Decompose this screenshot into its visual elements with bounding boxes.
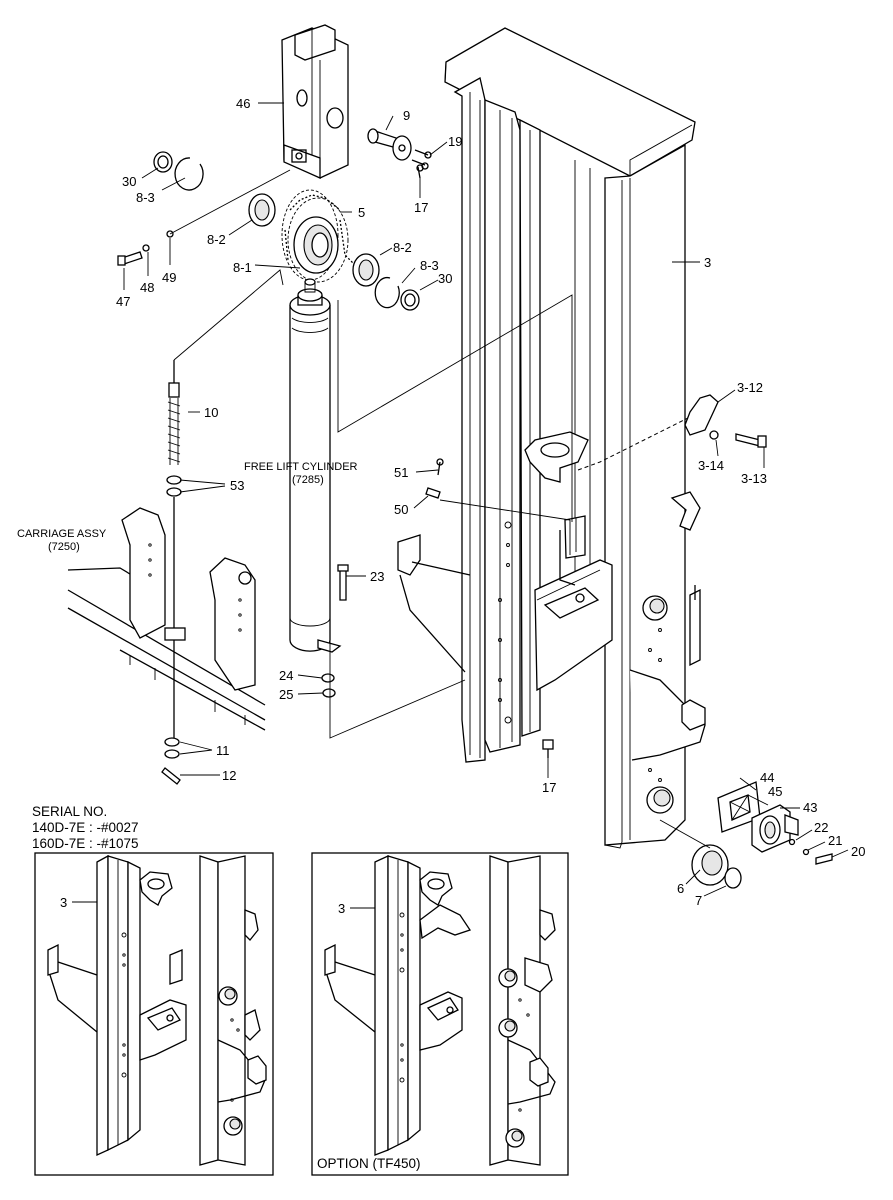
label-8-3-right: 8-3: [420, 258, 439, 273]
pin-50-51: [425, 458, 444, 499]
label-5: 5: [358, 205, 365, 220]
label-3: 3: [704, 255, 711, 270]
label-8-1: 8-1: [233, 260, 252, 275]
label-8-2-left: 8-2: [207, 232, 226, 247]
label-11: 11: [216, 743, 230, 758]
outer-mast-assembly: [397, 27, 706, 849]
label-51: 51: [394, 465, 408, 480]
label-7: 7: [695, 893, 702, 908]
label-22: 22: [814, 820, 828, 835]
label-8-2-right: 8-2: [393, 240, 412, 255]
inset-left: 3: [34, 852, 274, 1176]
carriage-assembly: [67, 507, 266, 731]
label-17: 17: [414, 200, 428, 215]
carriage-assy-code: (7250): [48, 541, 80, 553]
inset-right-label-3: 3: [338, 901, 345, 916]
serial-note: SERIAL NO. 140D-7E : -#0027 160D-7E : -#…: [32, 804, 139, 851]
label-50: 50: [394, 502, 408, 517]
label-17-lower: 17: [542, 780, 556, 795]
snap-rings-and-seals: [117, 151, 420, 311]
label-48: 48: [140, 280, 154, 295]
pin-9: [367, 128, 412, 161]
label-19: 19: [448, 134, 462, 149]
bolts-19-17: [411, 149, 432, 179]
label-10: 10: [204, 405, 218, 420]
serial-title: SERIAL NO.: [32, 804, 107, 819]
chain-and-sheave: [281, 189, 356, 283]
crosshead-bracket: [281, 24, 349, 180]
label-44: 44: [760, 770, 774, 785]
seal-6-ring-7: [691, 844, 742, 889]
label-21: 21: [828, 833, 842, 848]
inset-right: 3 OPTION (TF450): [311, 852, 569, 1176]
bracket-3-12: [684, 394, 767, 448]
anchor-bolt-10: [161, 360, 182, 785]
label-12: 12: [222, 768, 236, 783]
label-25: 25: [279, 687, 293, 702]
label-30-right: 30: [438, 271, 452, 286]
bolt-23-washers: [321, 564, 349, 698]
free-lift-cylinder: [289, 278, 342, 653]
serial-line-2: 160D-7E : -#1075: [32, 836, 139, 851]
plate-44-45-roller-43: [717, 781, 833, 865]
label-20: 20: [851, 844, 865, 859]
part-labels: 46 9 19 17 30 8-3 5 8-2 8-2 8-1 8-3 30 4…: [17, 96, 865, 908]
label-24: 24: [279, 668, 293, 683]
free-lift-cylinder-label: FREE LIFT CYLINDER: [244, 461, 358, 473]
label-3-14: 3-14: [698, 458, 724, 473]
label-8-3: 8-3: [136, 190, 155, 205]
free-lift-cylinder-code: (7285): [292, 474, 324, 486]
label-43: 43: [803, 800, 817, 815]
label-3-12: 3-12: [737, 380, 763, 395]
inset-left-label-3: 3: [60, 895, 67, 910]
label-53: 53: [230, 478, 244, 493]
serial-line-1: 140D-7E : -#0027: [32, 820, 139, 835]
leader-lines: [123, 102, 849, 897]
label-6: 6: [677, 881, 684, 896]
label-30: 30: [122, 174, 136, 189]
label-49: 49: [162, 270, 176, 285]
option-label: OPTION (TF450): [317, 1156, 421, 1171]
bolt-17-lower: [542, 739, 554, 758]
carriage-assy-label: CARRIAGE ASSY: [17, 528, 107, 540]
label-23: 23: [370, 569, 384, 584]
label-46: 46: [236, 96, 250, 111]
bearings-8-2: [248, 193, 380, 287]
label-45: 45: [768, 784, 782, 799]
label-3-13: 3-13: [741, 471, 767, 486]
label-9: 9: [403, 108, 410, 123]
label-47: 47: [116, 294, 130, 309]
